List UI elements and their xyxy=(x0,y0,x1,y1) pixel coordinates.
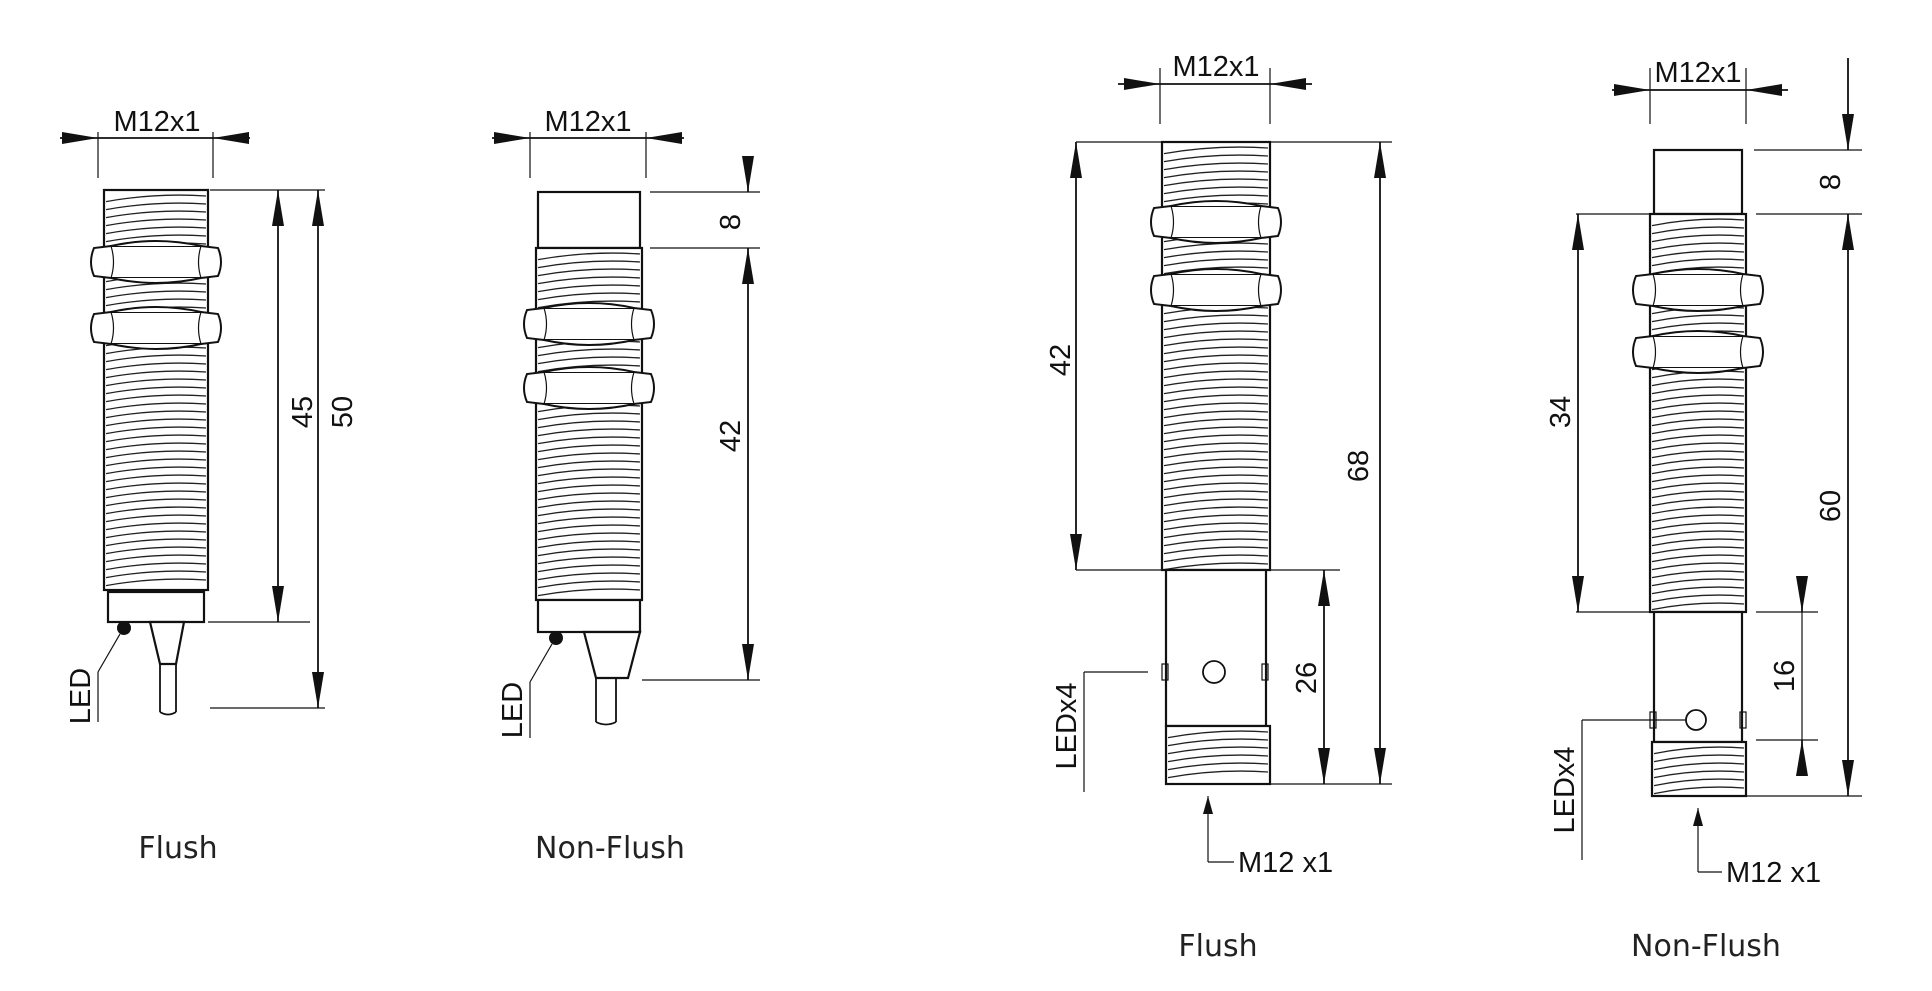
dimension-34: 34 xyxy=(1545,396,1577,428)
thread-label: M12x1 xyxy=(544,106,631,138)
dimension-42: 42 xyxy=(715,420,747,452)
diagram-caption: Non-Flush xyxy=(1631,929,1781,964)
diagram-caption: Flush xyxy=(1178,929,1257,964)
dimension-68: 68 xyxy=(1343,450,1375,482)
dimension-50: 50 xyxy=(327,396,359,428)
dimension-60: 60 xyxy=(1815,490,1847,522)
diagram-connector-nonflush: M12x1 LEDx4 M12 x1 xyxy=(1545,57,1862,964)
dimension-16: 16 xyxy=(1769,660,1801,692)
dimension-8: 8 xyxy=(1815,174,1847,190)
diagram-cable-flush: M12x1 LED 45 50 Flush xyxy=(60,106,359,866)
thread-label: M12x1 xyxy=(1654,57,1741,89)
dimension-45: 45 xyxy=(287,396,319,428)
dimension-8: 8 xyxy=(715,214,747,230)
led-indicator-icon xyxy=(549,631,563,645)
connector-thread-pattern xyxy=(1167,730,1269,779)
diagram-connector-flush: M12x1 LEDx4 M12 x1 xyxy=(1045,51,1392,964)
led-label: LED xyxy=(497,682,529,738)
led-label: LEDx4 xyxy=(1051,682,1083,769)
dimension-42: 42 xyxy=(1045,344,1077,376)
led-label: LED xyxy=(65,668,97,724)
led-label: LEDx4 xyxy=(1549,746,1581,833)
thread-label: M12x1 xyxy=(113,106,200,138)
connector-label: M12 x1 xyxy=(1726,857,1821,889)
led-indicator-icon xyxy=(117,621,131,635)
diagram-caption: Non-Flush xyxy=(535,831,685,866)
diagram-caption: Flush xyxy=(138,831,217,866)
connector-thread-pattern xyxy=(1653,746,1745,795)
diagram-cable-nonflush: M12x1 LED 8 42 Non-Flush xyxy=(492,106,760,866)
led-indicator-icon xyxy=(1202,660,1226,684)
dimension-26: 26 xyxy=(1291,662,1323,694)
connector-label: M12 x1 xyxy=(1238,847,1333,879)
thread-label: M12x1 xyxy=(1172,51,1259,83)
